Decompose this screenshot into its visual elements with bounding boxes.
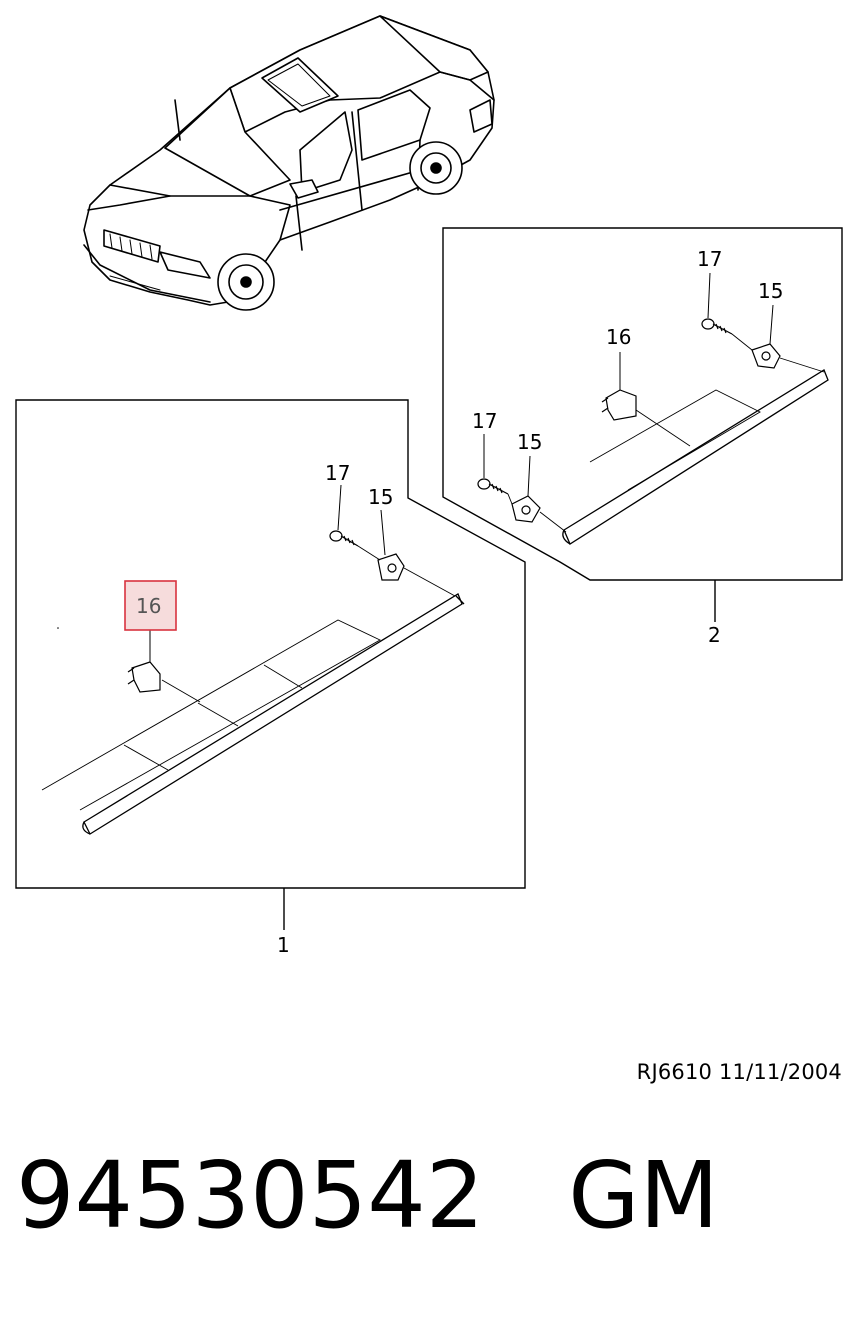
reference-code: RJ6610 11/11/2004: [636, 1060, 842, 1084]
moulding-strip-1: [41, 593, 465, 835]
callout-16-panel2: 16: [606, 325, 631, 349]
car-illustration: [83, 15, 495, 311]
panel-2-frame: [442, 227, 843, 581]
screw-17-panel2-right: [701, 318, 733, 335]
panel-2: 2 17 15 16: [442, 227, 843, 647]
clip-16-panel2: [601, 389, 637, 421]
callout-17-panel1: 17: [325, 461, 350, 485]
screw-17-panel1: [329, 530, 359, 547]
callout-15-panel2-left: 15: [517, 430, 542, 454]
callout-16-highlight-box: [124, 580, 177, 631]
clip-15-panel1: [377, 553, 405, 581]
callout-17-panel2-left: 17: [472, 409, 497, 433]
part-number: 94530542: [16, 1142, 485, 1249]
clip-15-panel2-left: [511, 495, 541, 523]
callout-17-panel2-right: 17: [697, 247, 722, 271]
screw-17-panel2-left: [477, 478, 509, 495]
callout-15-panel2-right: 15: [758, 279, 783, 303]
callout-15-panel1: 15: [368, 485, 393, 509]
clip-15-panel2-right: [751, 343, 781, 369]
panel-1-frame: [15, 399, 526, 889]
brand-name: GM: [568, 1142, 719, 1249]
panel-2-label: 2: [708, 623, 721, 647]
panel-1: 1 17 15: [15, 399, 526, 957]
callout-16-panel1: 16: [136, 594, 161, 618]
clip-16-panel1: [127, 661, 161, 693]
panel-1-label: 1: [277, 933, 290, 957]
moulding-strip-2: [562, 369, 829, 545]
